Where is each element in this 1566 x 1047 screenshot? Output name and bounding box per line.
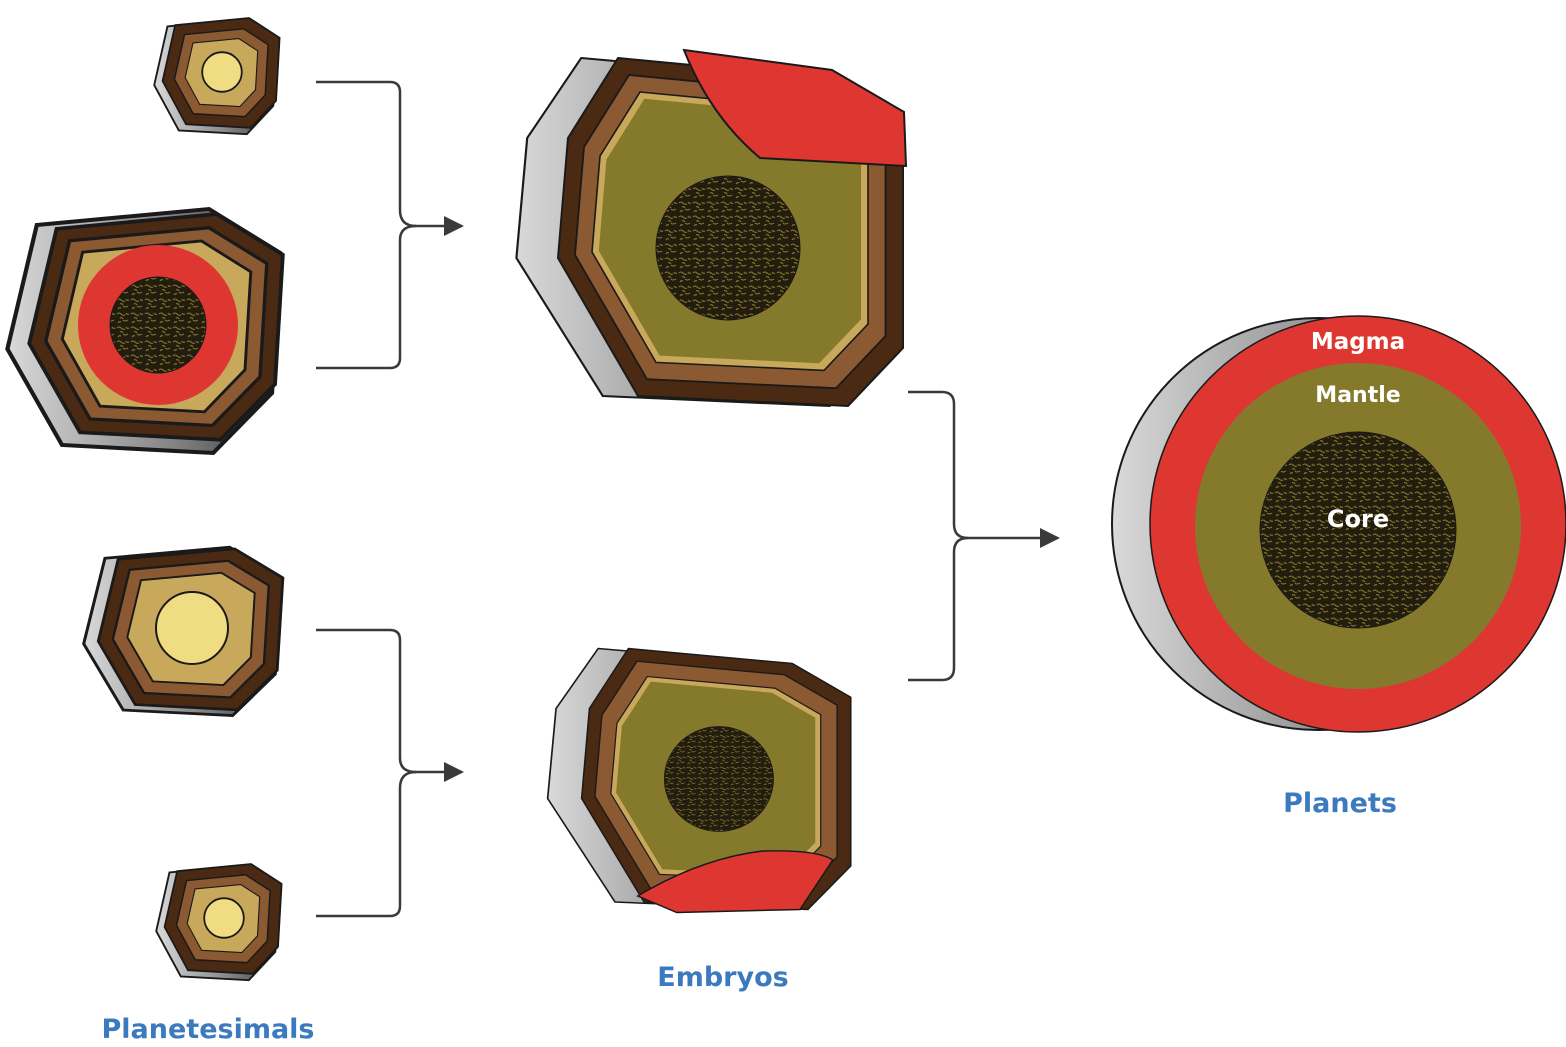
planetesimal-1 bbox=[154, 18, 279, 134]
embryo-1 bbox=[516, 50, 906, 406]
planetesimals-label: Planetesimals bbox=[101, 1014, 314, 1045]
planets-label: Planets bbox=[1283, 788, 1397, 819]
bracket-bottom bbox=[316, 630, 462, 916]
embryo-2 bbox=[548, 649, 851, 913]
core-label: Core bbox=[1327, 505, 1389, 533]
planetesimal-2 bbox=[7, 209, 282, 453]
mantle-label: Mantle bbox=[1315, 383, 1400, 408]
planetesimal-3 bbox=[84, 547, 283, 715]
bracket-right bbox=[908, 392, 1058, 680]
bracket-top bbox=[316, 82, 462, 368]
magma-label: Magma bbox=[1311, 329, 1405, 355]
embryos-label: Embryos bbox=[657, 962, 788, 993]
planetesimal-4 bbox=[156, 864, 281, 980]
planet: Magma Mantle Core bbox=[1112, 316, 1566, 732]
